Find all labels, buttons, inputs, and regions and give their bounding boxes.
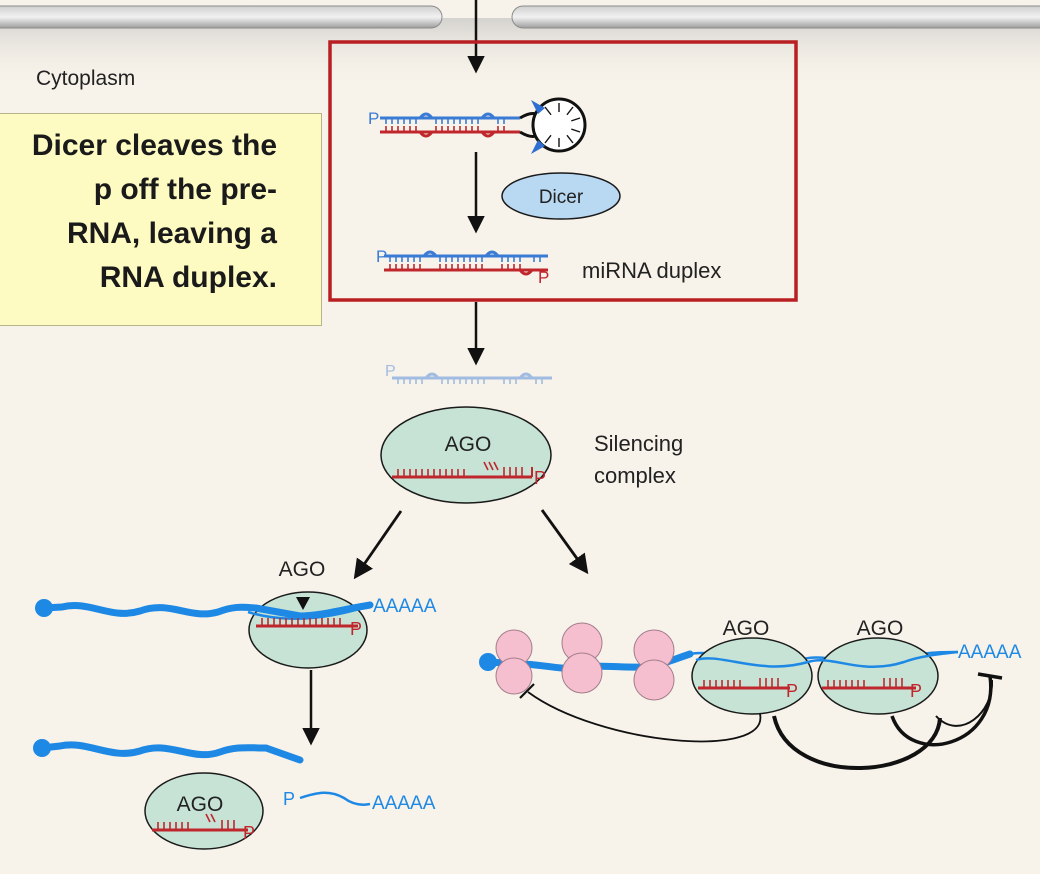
cleavage-poly-a: AAAAA: [373, 596, 437, 617]
repression-ago-2: [817, 637, 939, 715]
mirna-duplex-structure: P P: [376, 247, 549, 287]
product-phosphate-label: P: [283, 789, 295, 809]
ribosome-1: [495, 629, 533, 695]
released-ago-label: AGO: [177, 793, 224, 816]
discarded-passenger-strand: P: [385, 363, 552, 384]
cleavage-ago-top-label: AGO: [279, 558, 326, 581]
released-phosphate: P: [243, 823, 255, 843]
dicer-label: Dicer: [539, 187, 584, 208]
cleavage-phosphate: P: [350, 619, 362, 639]
cleaved-mrna-products: P AAAAA: [33, 739, 436, 814]
dicer-explanation-callout: Dicer cleaves the p off the pre- RNA, le…: [0, 113, 322, 326]
repression-phosphate-1: P: [786, 681, 798, 701]
repression-phosphate-2: P: [910, 681, 922, 701]
duplex-phosphate-red: P: [538, 268, 549, 287]
repression-poly-a: AAAAA: [958, 642, 1022, 663]
released-ago-complex: AGO P: [144, 772, 264, 850]
cleavage-complex: AGO P AAAAA: [35, 558, 437, 669]
silencing-complex-label-line1: Silencing: [594, 431, 683, 456]
pre-mirna-phosphate: P: [368, 109, 379, 128]
callout-line-3: RNA, leaving a: [66, 217, 277, 250]
dicer-enzyme: Dicer: [501, 172, 621, 220]
ribosome-2: [561, 622, 603, 694]
repression-ago-2-label: AGO: [857, 617, 904, 640]
nuclear-envelope: [0, 5, 1040, 88]
product-poly-a: AAAAA: [372, 793, 436, 814]
ribosome-3: [633, 629, 675, 701]
repression-ago-1: [691, 637, 813, 715]
cleavage-branch-arrow: [353, 510, 403, 580]
cytoplasm-label: Cytoplasm: [36, 67, 135, 90]
callout-line-2: p off the pre-: [93, 173, 277, 206]
inhibition-lines: [519, 672, 1003, 770]
callout-line-1: Dicer cleaves the: [31, 129, 277, 162]
dicer-step-highlight-box: [328, 40, 798, 302]
silencing-phosphate: P: [534, 468, 546, 488]
silencing-ago-label: AGO: [445, 433, 492, 456]
silencing-complex: AGO P: [380, 406, 552, 504]
translational-repression: AGO AGO P P AAAAA: [479, 617, 1022, 770]
repression-ago-1-label: AGO: [723, 617, 770, 640]
repression-branch-arrow: [540, 509, 589, 575]
duplex-phosphate-blue: P: [376, 247, 387, 266]
callout-line-4: RNA duplex.: [99, 261, 277, 294]
mirna-duplex-label: miRNA duplex: [582, 258, 721, 283]
silencing-complex-label-line2: complex: [594, 463, 676, 488]
pre-mirna-hairpin: P: [368, 97, 587, 154]
passenger-phosphate: P: [385, 363, 396, 380]
